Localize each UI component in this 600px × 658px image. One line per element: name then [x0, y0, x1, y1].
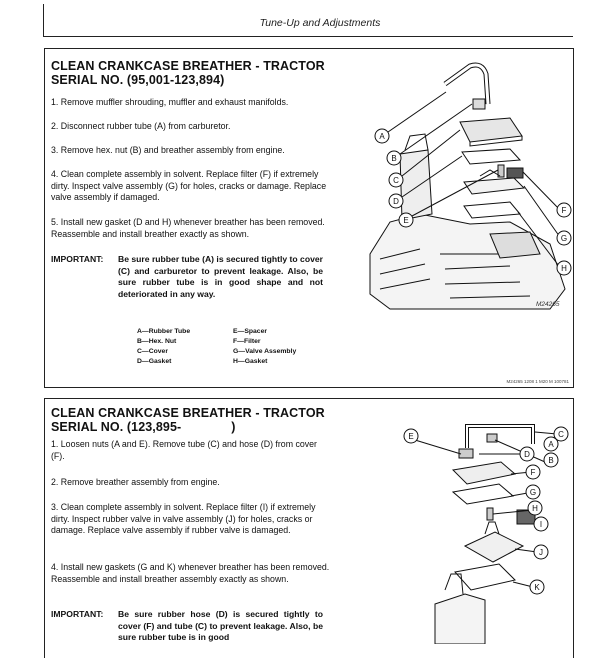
- section-2-box: CLEAN CRANKCASE BREATHER - TRACTOR SERIA…: [44, 398, 574, 658]
- legend-item: G—Valve Assembly: [233, 348, 297, 355]
- callout-f: F: [531, 468, 536, 477]
- section-1-step-3: 3. Remove hex. nut (B) and breather asse…: [51, 145, 285, 155]
- callout-g: G: [530, 488, 536, 497]
- callout-d: D: [393, 197, 399, 206]
- callout-a: A: [379, 132, 385, 141]
- section-2-title-line-2: SERIAL NO. (123,895- ): [51, 420, 236, 434]
- section-1-title-line-2: SERIAL NO. (95,001-123,894): [51, 73, 225, 87]
- breather-exploded-illustration-2: E B C D F G H I J K A: [403, 424, 569, 644]
- callout-h: H: [532, 504, 538, 513]
- callout-b: B: [548, 456, 553, 465]
- callout-g: G: [561, 234, 567, 243]
- figure-id: M24265: [536, 301, 560, 308]
- header-rule-left: [43, 4, 44, 36]
- important-text: Be sure rubber tube (A) is secured tight…: [118, 254, 323, 299]
- callout-d: D: [524, 450, 530, 459]
- legend-item: A—Rubber Tube: [137, 328, 191, 335]
- callout-a: A: [548, 440, 554, 449]
- callout-b: B: [391, 154, 396, 163]
- callout-k: K: [534, 583, 540, 592]
- section-2-step-3: 3. Clean complete assembly in solvent. R…: [51, 502, 316, 536]
- callout-h: H: [561, 264, 567, 273]
- section-2-step-4: 4. Install new gaskets (G and K) wheneve…: [51, 562, 330, 584]
- section-1-ref-code: M24265 1208 1 M20 M 100781: [506, 379, 569, 384]
- section-1-step-2: 2. Disconnect rubber tube (A) from carbu…: [51, 121, 231, 131]
- callout-j: J: [539, 548, 543, 557]
- legend-item: H—Gasket: [233, 358, 268, 365]
- callout-e: E: [403, 216, 408, 225]
- important-label: IMPORTANT:: [51, 254, 104, 264]
- callout-c: C: [558, 430, 564, 439]
- section-1-step-4: 4. Clean complete assembly in solvent. R…: [51, 169, 327, 203]
- section-2-step-1: 1. Loosen nuts (A and E). Remove tube (C…: [51, 439, 317, 461]
- callout-e: E: [408, 432, 413, 441]
- page-header-title: Tune-Up and Adjustments: [259, 17, 381, 29]
- legend-item: F—Filter: [233, 338, 261, 345]
- legend-item: E—Spacer: [233, 328, 268, 335]
- section-1-title-line-1: CLEAN CRANKCASE BREATHER - TRACTOR: [51, 59, 325, 73]
- important-text: Be sure rubber hose (D) is secured tight…: [118, 609, 323, 643]
- important-label: IMPORTANT:: [51, 609, 104, 619]
- section-2-title: CLEAN CRANKCASE BREATHER - TRACTOR SERIA…: [51, 406, 325, 434]
- legend-item: C—Cover: [137, 348, 168, 355]
- section-1-step-5: 5. Install new gasket (D and H) whenever…: [51, 217, 325, 239]
- section-2-step-2: 2. Remove breather assembly from engine.: [51, 477, 220, 487]
- callout-f: F: [562, 206, 567, 215]
- section-1-legend-right: E—Spacer F—Filter G—Valve Assembly H—Gas…: [233, 327, 296, 367]
- breather-exploded-illustration-1: A B C D E F G H M24265: [369, 62, 572, 310]
- callout-i: I: [540, 520, 542, 529]
- header-rule-bottom: [43, 36, 573, 37]
- section-2-title-line-1: CLEAN CRANKCASE BREATHER - TRACTOR: [51, 406, 325, 420]
- section-1-legend-left: A—Rubber Tube B—Hex. Nut C—Cover D—Gaske…: [137, 327, 190, 367]
- section-1-step-1: 1. Remove muffler shrouding, muffler and…: [51, 97, 289, 107]
- section-1-title: CLEAN CRANKCASE BREATHER - TRACTOR SERIA…: [51, 59, 325, 87]
- legend-item: B—Hex. Nut: [137, 338, 177, 345]
- callout-c: C: [393, 176, 399, 185]
- legend-item: D—Gasket: [137, 358, 172, 365]
- section-1-box: CLEAN CRANKCASE BREATHER - TRACTOR SERIA…: [44, 48, 574, 388]
